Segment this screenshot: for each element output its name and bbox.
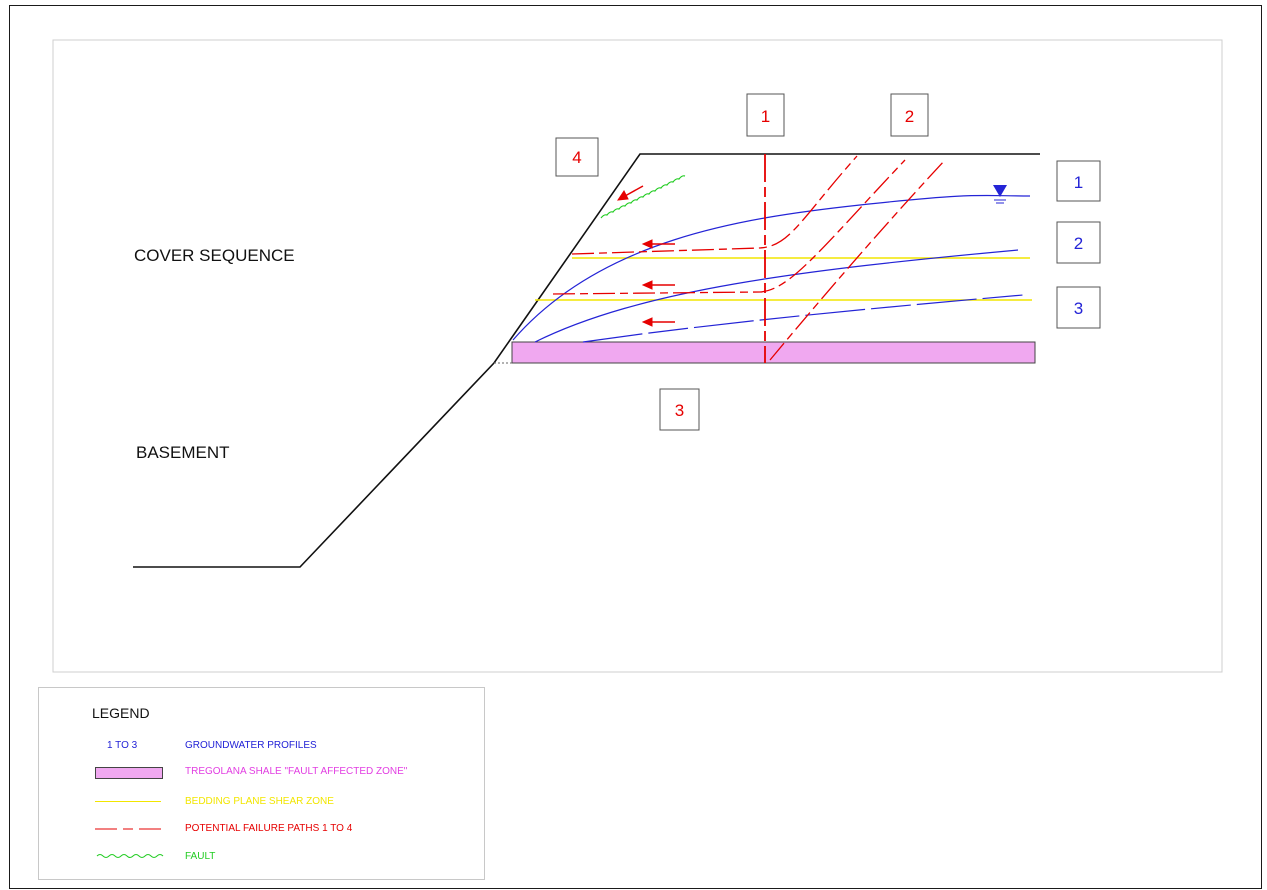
failure-path-2-middle <box>552 159 906 295</box>
groundwater-profile-2 <box>534 249 1019 343</box>
groundwater-tag-2: 2 <box>1056 221 1101 264</box>
failure-arrow-icon <box>641 280 675 290</box>
groundwater-tag-3: 3 <box>1056 286 1101 329</box>
failure-arrow-icon <box>616 185 644 201</box>
legend-swatch-failure <box>95 828 161 830</box>
svg-text:1: 1 <box>1074 173 1083 192</box>
svg-text:2: 2 <box>905 107 914 126</box>
failure-arrow-icon <box>641 239 675 249</box>
svg-text:3: 3 <box>1074 299 1083 318</box>
failure-path-2-upper <box>571 155 858 255</box>
legend-swatch-bedding <box>95 801 161 802</box>
water-table-icon <box>993 185 1007 204</box>
svg-text:3: 3 <box>675 401 684 420</box>
legend-label-groundwater: GROUNDWATER PROFILES <box>185 740 317 751</box>
legend-swatch-fault <box>96 854 164 858</box>
zone-label-basement: BASEMENT <box>136 443 230 462</box>
drawing-frame <box>9 5 1262 889</box>
zone-label-cover: COVER SEQUENCE <box>134 246 295 265</box>
failure-path-2-lower <box>769 159 946 361</box>
failure-path-tag-1: 1 <box>746 93 785 137</box>
legend-panel <box>38 687 485 880</box>
failure-path-tag-4: 4 <box>555 137 599 177</box>
svg-text:1: 1 <box>761 107 770 126</box>
fault-line <box>600 175 686 219</box>
legend-key-groundwater: 1 TO 3 <box>107 740 138 751</box>
legend-label-fault: FAULT <box>185 851 216 862</box>
failure-arrow-icon <box>641 317 675 327</box>
svg-text:2: 2 <box>1074 234 1083 253</box>
inner-frame <box>52 39 1223 673</box>
groundwater-profile-1 <box>512 194 1031 341</box>
failure-path-tag-3: 3 <box>659 388 700 431</box>
legend-label-bedding: BEDDING PLANE SHEAR ZONE <box>185 796 334 807</box>
legend-swatch-shale <box>95 767 163 779</box>
groundwater-tag-1: 1 <box>1056 160 1101 202</box>
shale-fault-zone <box>511 341 1036 364</box>
legend-title: LEGEND <box>92 705 150 721</box>
svg-text:4: 4 <box>572 148 581 167</box>
legend-label-shale: TREGOLANA SHALE "FAULT AFFECTED ZONE" <box>185 766 408 777</box>
groundwater-profile-3 <box>582 294 1024 343</box>
failure-path-tag-2: 2 <box>890 93 929 137</box>
legend-label-failure: POTENTIAL FAILURE PATHS 1 TO 4 <box>185 823 353 834</box>
